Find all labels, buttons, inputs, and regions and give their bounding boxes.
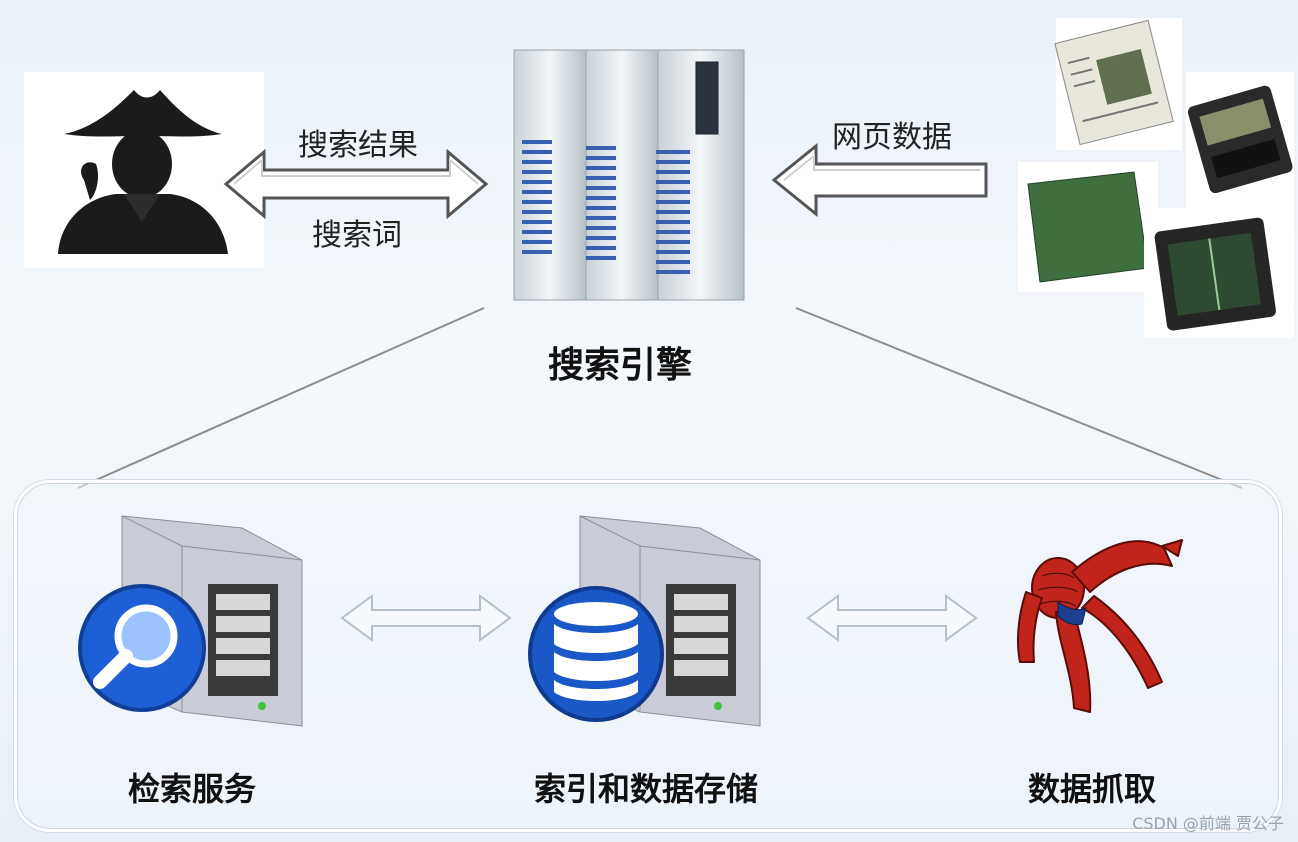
user-panel	[24, 72, 264, 268]
search-server-icon	[78, 515, 303, 727]
watermark: CSDN @前端 贾公子	[1132, 814, 1284, 833]
index-storage-label: 索引和数据存储	[534, 770, 759, 808]
search-results-label: 搜索结果	[298, 128, 418, 163]
search-engine-title: 搜索引擎	[548, 345, 693, 386]
search-terms-label: 搜索词	[312, 218, 402, 253]
database-server-icon	[528, 515, 761, 727]
web-data-arrow	[771, 142, 988, 218]
web-data-label: 网页数据	[832, 120, 952, 155]
retrieval-service-label: 检索服务	[128, 770, 257, 808]
index-crawl-double-arrow	[806, 594, 978, 642]
data-crawling-label: 数据抓取	[1028, 770, 1157, 808]
retrieval-index-double-arrow	[340, 594, 512, 642]
pirate-silhouette-icon	[58, 90, 228, 254]
server-rack-icon	[513, 49, 745, 301]
funnel-lines	[77, 307, 1243, 489]
spider-crawler-icon	[1017, 539, 1183, 713]
documents-media-icon	[1018, 18, 1294, 338]
query-result-double-arrow	[223, 148, 489, 220]
